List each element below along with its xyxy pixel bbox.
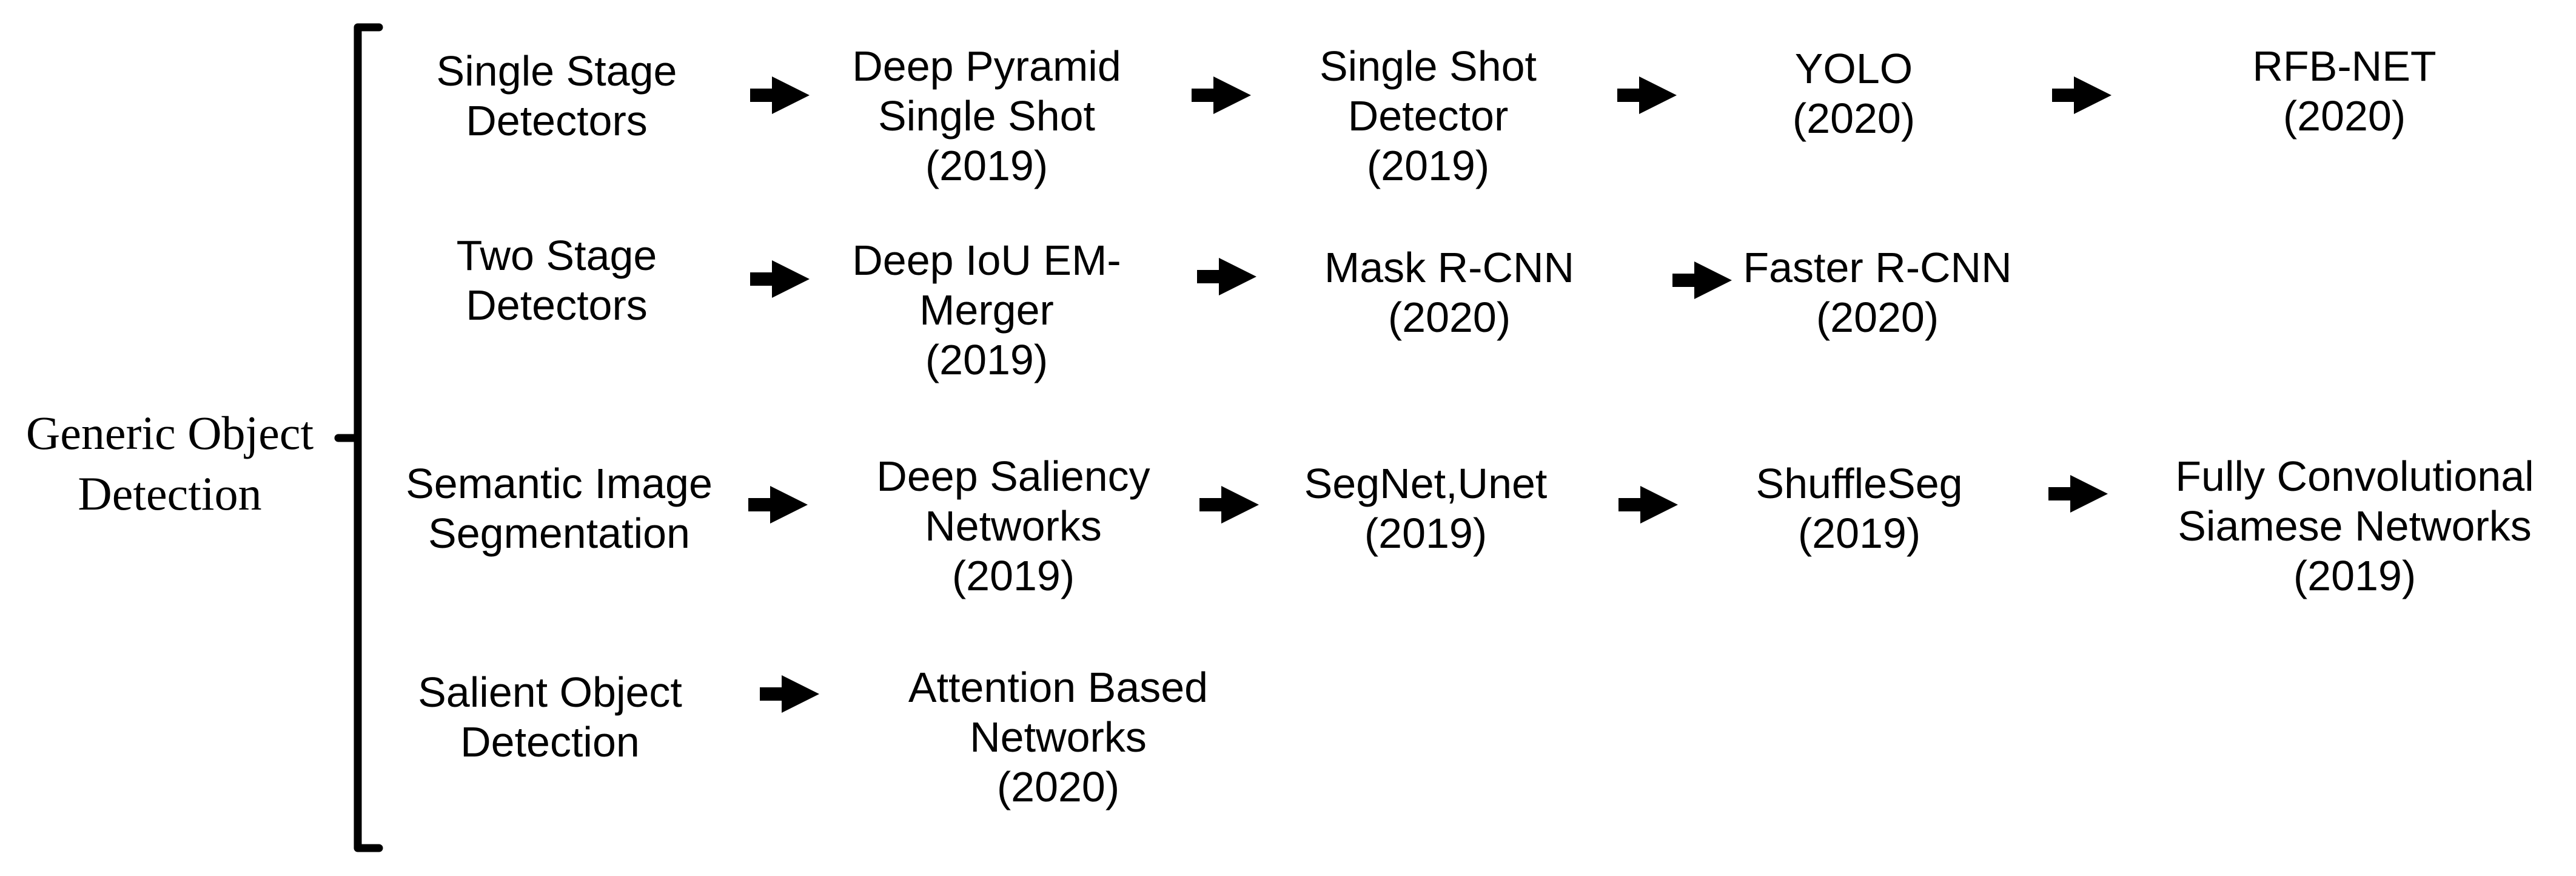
category-line: Detectors	[466, 97, 648, 144]
node-line: Networks	[925, 502, 1102, 550]
arrow-icon	[748, 486, 808, 524]
arrow-icon	[760, 675, 819, 713]
node-year: (2019)	[1366, 142, 1490, 189]
arrow-icon	[750, 260, 810, 298]
node-line: Deep Saliency	[876, 453, 1150, 500]
arrow-icon	[1192, 76, 1251, 114]
node-faster-r-cnn: Faster R-CNN (2020)	[1708, 243, 2047, 342]
node-line: Single Shot	[877, 92, 1096, 140]
node-yolo: YOLO (2020)	[1732, 44, 1975, 143]
node-line: Deep IoU EM-	[852, 237, 1121, 284]
node-line: Mask R-CNN	[1324, 244, 1575, 291]
node-year: (2019)	[951, 552, 1075, 599]
node-year: (2020)	[1387, 294, 1511, 341]
category-semantic-image-segmentation: Semantic Image Segmentation	[377, 459, 741, 558]
node-single-shot-detector: Single Shot Detector (2019)	[1270, 41, 1586, 190]
category-line: Detectors	[466, 281, 648, 329]
node-year: (2020)	[1816, 294, 1939, 341]
arrow-icon	[1199, 486, 1259, 524]
category-salient-object-detection: Salient Object Detection	[380, 667, 720, 767]
node-line: Single Shot	[1319, 42, 1537, 90]
category-single-stage-detectors: Single Stage Detectors	[387, 46, 726, 146]
root-label-line: Generic Object	[25, 406, 314, 459]
arrow-icon	[2048, 475, 2108, 513]
category-line: Salient Object	[418, 669, 682, 716]
arrow-icon	[2052, 76, 2111, 114]
node-line: Detector	[1347, 92, 1509, 140]
node-rfb-net: RFB-NET (2020)	[2211, 41, 2478, 141]
node-shuffleseg: ShuffleSeg (2019)	[1689, 459, 2029, 558]
arrow-icon	[750, 76, 810, 114]
node-line: RFB-NET	[2252, 42, 2437, 90]
arrow-icon	[1672, 261, 1732, 299]
node-line: SegNet,Unet	[1304, 460, 1548, 507]
node-line: Deep Pyramid	[852, 42, 1121, 90]
node-line: YOLO	[1794, 45, 1913, 92]
node-attention-based-networks: Attention Based Networks (2020)	[870, 662, 1246, 812]
arrow-icon	[1617, 76, 1677, 114]
arrow-icon	[1197, 258, 1256, 295]
node-deep-saliency-networks: Deep Saliency Networks (2019)	[844, 451, 1183, 601]
node-deep-pyramid-single-shot: Deep Pyramid Single Shot (2019)	[817, 41, 1156, 190]
node-deep-iou-em-merger: Deep IoU EM- Merger (2019)	[817, 235, 1156, 385]
root-label-generic-object-detection: Generic Object Detection	[0, 403, 340, 524]
category-line: Segmentation	[428, 510, 690, 557]
node-line: ShuffleSeg	[1756, 460, 1963, 507]
node-year: (2019)	[1797, 510, 1921, 557]
node-fully-convolutional-siamese-networks: Fully Convolutional Siamese Networks (20…	[2142, 451, 2567, 601]
node-year: (2019)	[1364, 510, 1488, 557]
node-year: (2020)	[2283, 92, 2406, 140]
node-year: (2020)	[1792, 95, 1916, 142]
node-line: Merger	[919, 286, 1054, 334]
grouping-bracket	[334, 23, 383, 852]
node-year: (2019)	[2293, 552, 2417, 599]
node-year: (2019)	[925, 336, 1048, 383]
category-line: Semantic Image	[406, 460, 713, 507]
node-mask-r-cnn: Mask R-CNN (2020)	[1280, 243, 1619, 342]
node-line: Fully Convolutional	[2175, 453, 2534, 500]
category-line: Two Stage	[456, 232, 657, 279]
node-year: (2020)	[996, 763, 1120, 810]
arrow-icon	[1618, 486, 1678, 524]
node-line: Networks	[970, 713, 1147, 761]
node-line: Siamese Networks	[2178, 502, 2532, 550]
category-line: Single Stage	[436, 47, 677, 95]
node-segnet-unet: SegNet,Unet (2019)	[1256, 459, 1595, 558]
node-year: (2019)	[925, 142, 1048, 189]
category-line: Detection	[460, 718, 640, 766]
category-two-stage-detectors: Two Stage Detectors	[387, 231, 726, 330]
node-line: Attention Based	[908, 664, 1209, 711]
node-line: Faster R-CNN	[1743, 244, 2012, 291]
root-label-line: Detection	[78, 467, 262, 520]
